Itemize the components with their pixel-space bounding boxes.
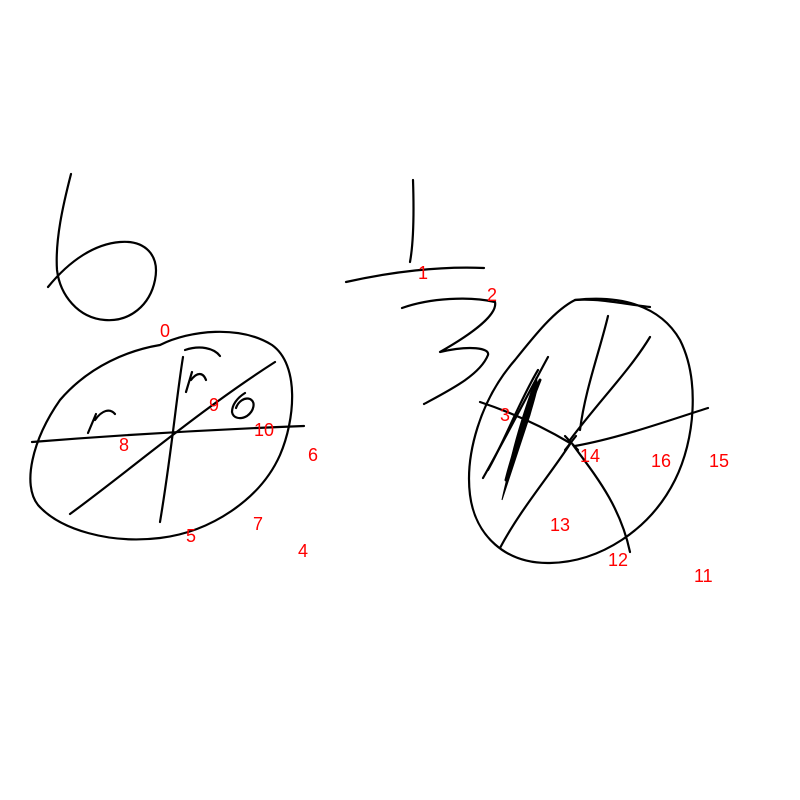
label-3: 3 [500,405,510,425]
label-11: 11 [694,566,713,586]
handwritten-small-six [230,391,255,420]
label-14: 14 [580,446,600,466]
label-15: 15 [709,451,729,471]
right-circle-line-down-left [498,442,572,550]
left-circle-top-scribble [183,346,222,358]
label-16: 16 [651,451,671,471]
label-7: 7 [253,514,263,534]
handwritten-r-top [184,370,208,394]
handwritten-three-stroke [400,297,497,406]
right-circle-line-upper-right [568,335,652,442]
label-5: 5 [186,526,196,546]
left-circle-horizontal-line [30,424,306,444]
right-circle-line-down-right [571,443,632,554]
label-12: 12 [608,550,628,570]
left-circle-outline [29,330,294,541]
label-13: 13 [550,515,570,535]
label-2: 2 [487,285,497,305]
handwritten-six-stroke [46,172,158,322]
handwritten-one-stroke [408,178,415,264]
right-circle-curve-upper [578,314,610,432]
label-10: 10 [254,420,274,440]
right-circle-scribble-c [504,378,542,482]
left-circle-diagonal-line [68,360,277,516]
right-circle-scribble-b [486,368,540,472]
handwritten-r-left [86,409,117,435]
label-4: 4 [298,541,308,561]
right-circle-line-right [573,406,710,448]
label-6: 6 [308,445,318,465]
right-circle-outline [468,297,694,565]
label-9: 9 [209,395,219,415]
label-0: 0 [160,321,170,341]
center-underline [344,266,486,284]
right-circle-line-top [573,298,652,309]
label-group: 0 1 2 3 4 5 6 7 8 9 10 11 12 13 14 15 16 [119,263,729,586]
left-circle-vertical-line [158,355,185,524]
label-1: 1 [418,263,428,283]
right-circle-center-mark [563,434,580,452]
label-8: 8 [119,435,129,455]
